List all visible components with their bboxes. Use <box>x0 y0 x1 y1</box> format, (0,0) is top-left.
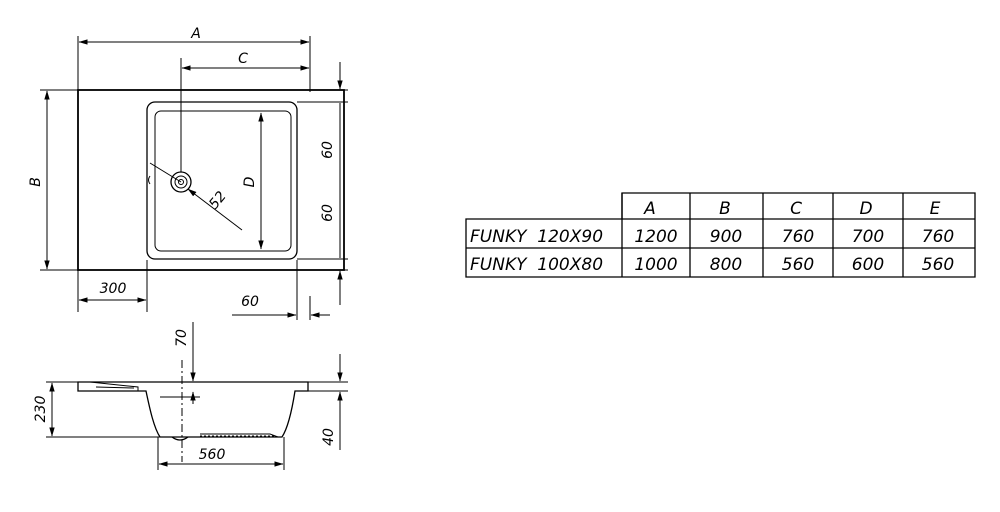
table-row-1-model: FUNKY 120X90 <box>470 227 603 247</box>
overflow-slot <box>148 175 151 185</box>
dimension-d-label: D <box>242 176 258 187</box>
dimension-offset-top-label: 60 <box>320 141 336 159</box>
table-row-2-model: FUNKY 100X80 <box>470 255 603 275</box>
table-row-2-a: 1000 <box>634 255 677 275</box>
basin-inner <box>154 110 292 252</box>
table-row-2-b: 800 <box>710 255 742 275</box>
dimension-rim-label: 40 <box>321 428 337 446</box>
table-header-d: D <box>859 199 872 219</box>
table-header-e: E <box>930 199 941 219</box>
tray-profile <box>77 381 309 438</box>
plan-view: A C B D 52 60 60 300 60 <box>28 26 348 320</box>
table-row-2-e: 560 <box>922 255 954 275</box>
dimension-width-bottom-label: 560 <box>199 447 226 463</box>
dimension-radius-line <box>187 188 243 231</box>
table-header-b: B <box>719 199 731 219</box>
dimension-b-label: B <box>28 177 44 187</box>
table-row-1-d: 700 <box>852 227 884 247</box>
table-row-2-c: 560 <box>782 255 814 275</box>
table-row-1-b: 900 <box>710 227 742 247</box>
table-row-2-d: 600 <box>852 255 884 275</box>
table-header-a: A <box>643 199 656 219</box>
tray-outline <box>77 89 345 271</box>
center-line-diagonal <box>149 162 182 183</box>
dimension-offset-mid-label: 60 <box>320 204 336 222</box>
side-view: 70 230 560 40 <box>33 322 348 470</box>
table-row-1-a: 1200 <box>634 227 677 247</box>
basin-outer <box>146 101 298 260</box>
spec-table: A B C D E FUNKY 120X90 1200 900 760 700 … <box>465 192 976 278</box>
table-row-1-c: 760 <box>782 227 814 247</box>
dimension-offset-right-label: 60 <box>241 294 259 310</box>
dimension-depth-drain-label: 70 <box>174 329 190 347</box>
dimension-c-label: C <box>238 51 248 67</box>
table-row-1-e: 760 <box>922 227 954 247</box>
dimension-radius-label: 52 <box>206 188 230 212</box>
dimension-a-label: A <box>190 26 201 42</box>
table-header-c: C <box>790 199 802 219</box>
dimension-height-label: 230 <box>33 396 49 423</box>
dimension-offset-left-label: 300 <box>100 281 127 297</box>
